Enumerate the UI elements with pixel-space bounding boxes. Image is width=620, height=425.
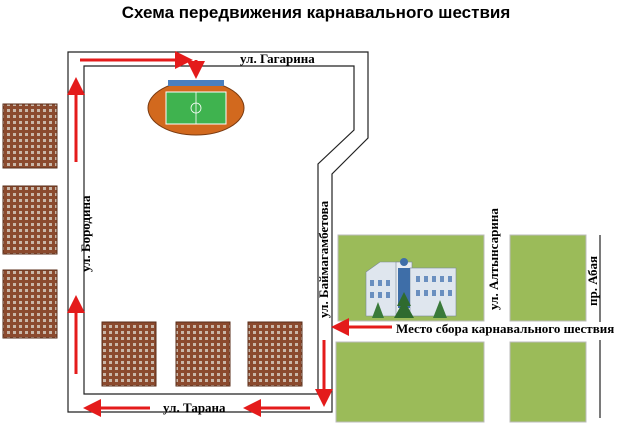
- green-block-upper-right: [509, 234, 587, 322]
- apartment-building-icon: [2, 185, 58, 255]
- apartment-building-icon: [247, 321, 303, 387]
- stadium-icon: [147, 80, 245, 136]
- gathering-point-label: Место сбора карнавального шествия: [396, 321, 614, 336]
- inner-street-border: [83, 65, 355, 395]
- green-block-lower-right: [509, 341, 587, 423]
- apartment-building-icon: [2, 103, 58, 169]
- apartment-building-icon: [175, 321, 231, 387]
- street-label-abaya: пр. Абая: [585, 256, 600, 306]
- street-label-altynsarina: ул. Алтынсарина: [486, 208, 501, 310]
- street-label-baimagambetova: ул. Баймагамбетова: [316, 200, 331, 318]
- apartment-building-icon: [101, 321, 157, 387]
- street-label-borodina: ул. Бородина: [78, 195, 93, 272]
- apartment-building-icon: [2, 269, 58, 339]
- green-block-lower-center: [335, 341, 485, 423]
- scheme-title: Схема передвижения карнавального шествия: [122, 3, 511, 22]
- administration-building-icon: [365, 258, 457, 318]
- street-label-gagarina: ул. Гагарина: [240, 51, 315, 66]
- outer-street-border: [67, 51, 369, 413]
- street-label-tarana: ул. Тарана: [163, 400, 226, 415]
